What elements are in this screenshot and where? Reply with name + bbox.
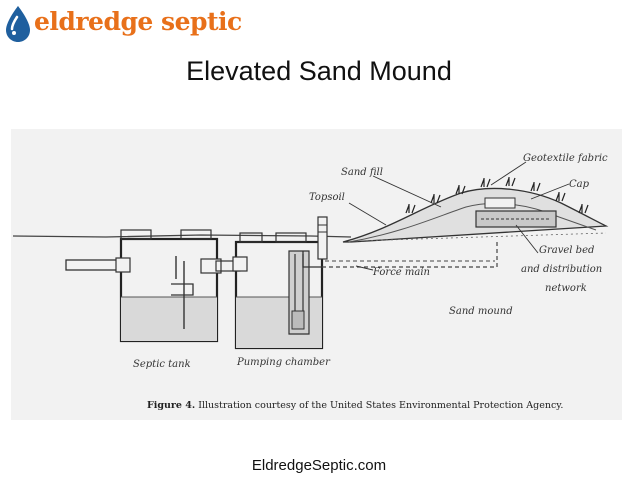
leader-lines xyxy=(348,161,570,271)
water-drop-logo-icon xyxy=(6,6,30,42)
label-distribution: and distribution xyxy=(521,264,602,275)
label-geotextile-fabric: Geotextile fabric xyxy=(523,153,608,164)
label-gravel-bed: Gravel bed xyxy=(539,245,594,256)
vent-pipe xyxy=(317,216,328,260)
caption-text: Illustration courtesy of the United Stat… xyxy=(198,400,563,411)
label-force-main: Force main xyxy=(372,267,430,278)
figure-caption: Figure 4. Illustration courtesy of the U… xyxy=(147,400,563,411)
caption-figure-number: Figure 4. xyxy=(147,400,195,411)
brand-logo: eldredge septic xyxy=(4,4,242,44)
label-sand-fill: Sand fill xyxy=(341,167,383,178)
pumping-chamber xyxy=(232,232,324,350)
label-cap: Cap xyxy=(569,179,590,190)
diagram-background xyxy=(11,129,622,420)
page-title: Elevated Sand Mound xyxy=(186,56,452,86)
label-pumping-chamber: Pumping chamber xyxy=(236,357,331,368)
label-network: network xyxy=(545,283,587,294)
logo-text: eldredge septic xyxy=(34,7,242,36)
label-topsoil: Topsoil xyxy=(309,192,345,203)
sand-mound-diagram: Sand fill Geotextile fabric Cap Topsoil … xyxy=(11,129,622,420)
sand-mound xyxy=(342,177,609,243)
label-septic-tank: Septic tank xyxy=(133,359,191,370)
label-sand-mound: Sand mound xyxy=(449,306,513,317)
footer-website: EldredgeSeptic.com xyxy=(251,457,387,474)
force-main-pipe xyxy=(322,241,498,268)
septic-tank xyxy=(115,229,222,343)
